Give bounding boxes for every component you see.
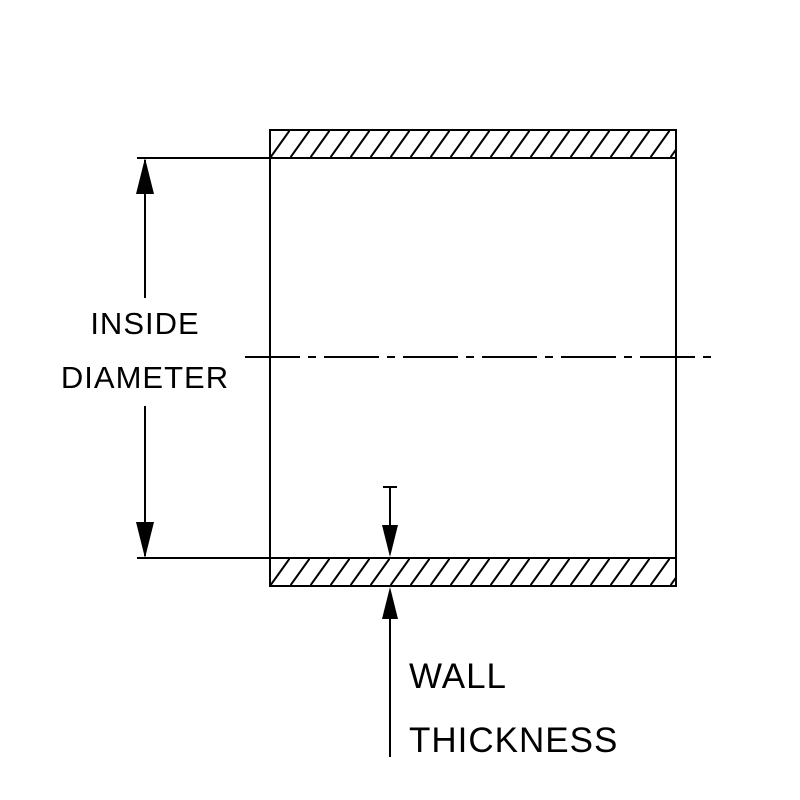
inside-diameter-arrow-up-icon <box>136 158 154 194</box>
inside-diameter-label-line2: DIAMETER <box>61 360 229 395</box>
top-wall-hatched <box>269 129 677 159</box>
inside-diameter-arrow-down-icon <box>136 522 154 558</box>
wall-thickness-arrow-down-icon <box>382 525 398 557</box>
inside-diameter-dimension: INSIDE DIAMETER <box>61 157 270 559</box>
wall-thickness-label-line1: WALL <box>409 657 507 696</box>
bottom-wall-hatched <box>269 557 677 587</box>
inside-diameter-label-line1: INSIDE <box>90 306 199 341</box>
wall-thickness-label-line2: THICKNESS <box>409 721 618 760</box>
wall-thickness-dimension: WALL THICKNESS <box>382 486 618 760</box>
wall-thickness-arrow-up-icon <box>382 587 398 619</box>
